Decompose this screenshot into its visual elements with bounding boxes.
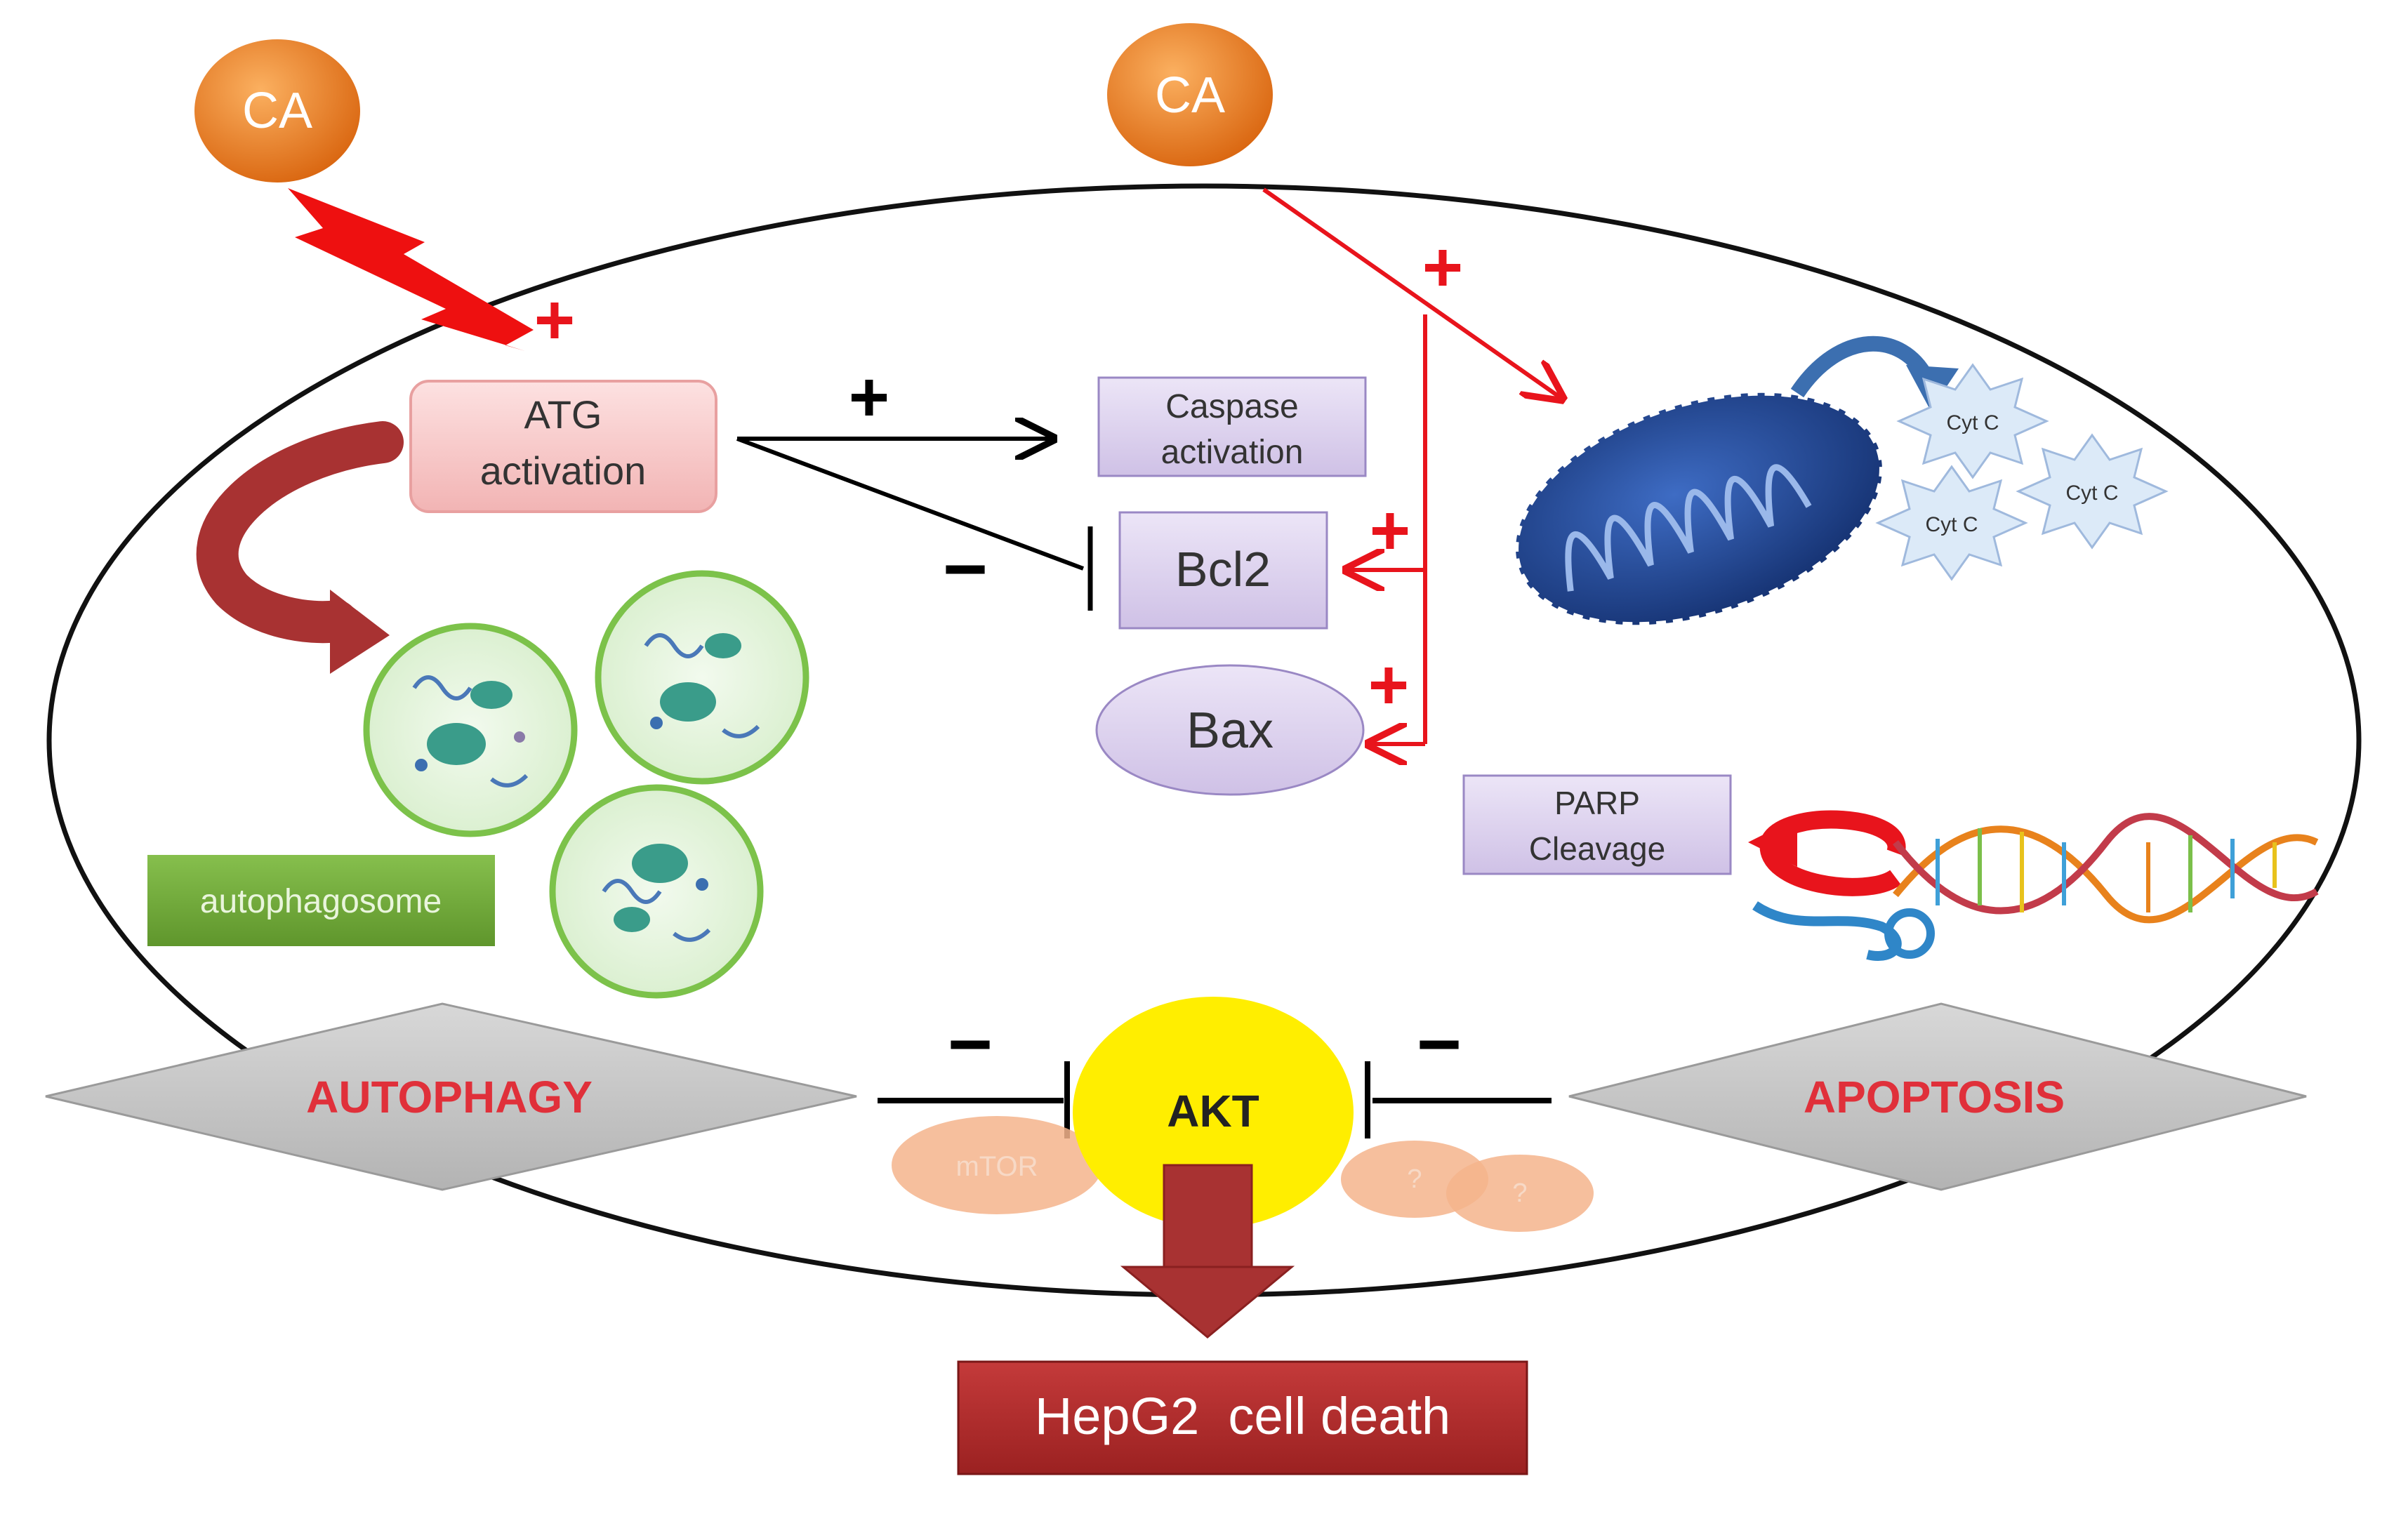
akt-label: AKT xyxy=(1167,1086,1259,1136)
akt-to-death-arrow xyxy=(1120,1164,1295,1339)
unknown-label-2: ? xyxy=(1512,1178,1527,1208)
unknown-label-1: ? xyxy=(1407,1164,1422,1194)
akt-node: AKT xyxy=(1073,997,1354,1228)
ca-left-node: CA xyxy=(194,39,360,182)
parp-curl-arrow-head xyxy=(1748,818,1797,867)
apoptosis-diamond: APOPTOSIS xyxy=(1568,1002,2307,1191)
atg-inhibits-bcl2-line xyxy=(736,437,1085,571)
plus-sign-bax: + xyxy=(1368,646,1409,724)
cytc-label-2: Cyt C xyxy=(2066,482,2119,505)
apoptosis-label: APOPTOSIS xyxy=(1804,1072,2065,1122)
outcome-label: HepG2 cell death xyxy=(1035,1387,1450,1445)
plus-sign-bcl2: + xyxy=(1370,491,1410,570)
autophagy-curved-arrow xyxy=(196,421,404,644)
autophagy-arrow-head xyxy=(330,590,390,674)
unknown-node-2: ? xyxy=(1446,1155,1594,1232)
mitochondrion-icon xyxy=(1513,390,1885,628)
atg-label-line1: ATG xyxy=(524,392,602,437)
ca-to-mitochondria-arrow xyxy=(1262,187,1562,399)
autophagosome-3 xyxy=(549,784,764,999)
mtor-label: mTOR xyxy=(955,1151,1038,1182)
mtor-node: mTOR xyxy=(892,1116,1102,1214)
bcl2-box: Bcl2 xyxy=(1118,511,1328,630)
minus-sign-bcl2: − xyxy=(943,526,988,612)
caspase-label-line1: Caspase xyxy=(1165,388,1298,425)
minus-sign-autophagy-akt: − xyxy=(948,1001,993,1087)
plus-sign-mito: + xyxy=(1422,228,1463,307)
autophagosome-label-box: autophagosome xyxy=(147,855,495,946)
ca-right-label: CA xyxy=(1155,67,1225,124)
lightning-bolt-icon xyxy=(288,188,534,351)
autophagosome-1 xyxy=(363,623,578,837)
minus-sign-apoptosis-akt: − xyxy=(1417,1001,1462,1087)
autophagosome-label: autophagosome xyxy=(200,883,442,920)
autophagy-label: AUTOPHAGY xyxy=(306,1072,593,1122)
bax-node: Bax xyxy=(1095,664,1365,796)
cytc-star-3: Cyt C xyxy=(1875,465,2028,581)
parp-cleavage-box: PARP Cleavage xyxy=(1462,774,1732,875)
caspase-activation-box: Caspase activation xyxy=(1097,376,1367,477)
caspase-label-line2: activation xyxy=(1161,434,1304,471)
plus-sign-caspase: + xyxy=(849,358,889,437)
bcl2-label: Bcl2 xyxy=(1175,542,1271,597)
cytc-star-2: Cyt C xyxy=(2016,433,2169,550)
autophagosome-2 xyxy=(595,570,809,785)
autophagy-diamond: AUTOPHAGY xyxy=(45,1002,857,1191)
bax-label: Bax xyxy=(1186,703,1274,759)
cytc-star-1: Cyt C xyxy=(1896,363,2049,479)
parp-label-line1: PARP xyxy=(1554,785,1640,821)
hepg2-cell-death-box: HepG2 cell death xyxy=(957,1360,1528,1475)
parp-label-line2: Cleavage xyxy=(1529,830,1665,867)
dna-helix-icon xyxy=(1752,813,2319,961)
atg-label-line2: activation xyxy=(480,449,647,493)
ca-right-node: CA xyxy=(1107,23,1273,166)
atg-activation-box: ATG activation xyxy=(409,380,717,513)
cytc-label-1: Cyt C xyxy=(1947,411,1999,434)
cytc-label-3: Cyt C xyxy=(1926,513,1978,536)
plus-sign-atg: + xyxy=(534,281,575,359)
cytc-release-arrow xyxy=(1790,336,1934,398)
ca-left-label: CA xyxy=(242,83,312,139)
